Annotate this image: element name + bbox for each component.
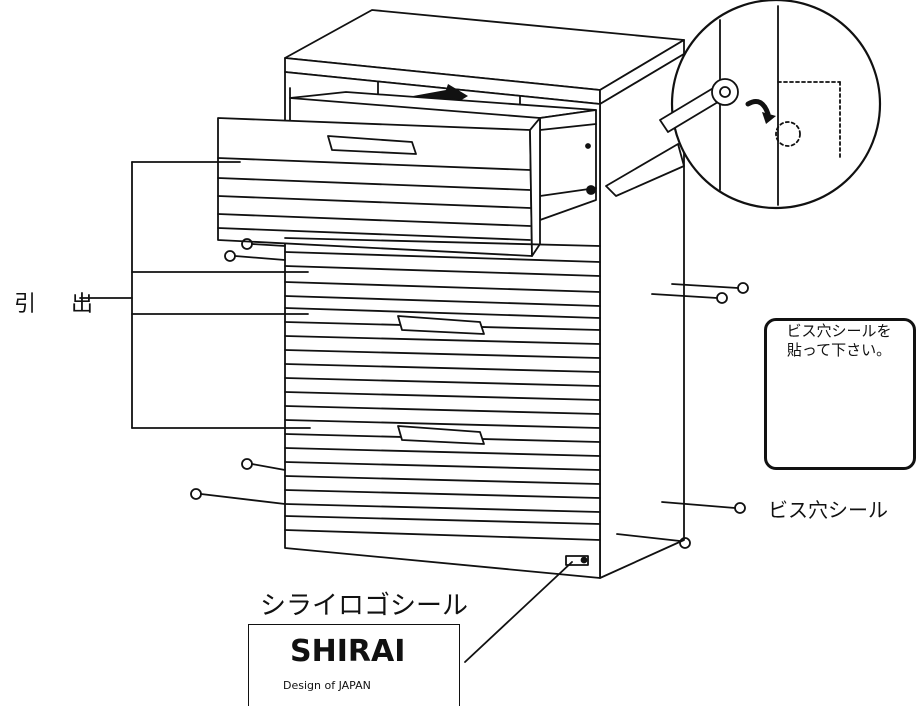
drawer-label: 引 出 [14, 292, 107, 317]
drawer-louvers [284, 237, 601, 566]
screw-hole-sticker-label: ビス穴シール [768, 498, 888, 522]
open-drawer [217, 91, 597, 257]
logo-sticker [248, 624, 460, 706]
logo-sticker-label: シライロゴシール [260, 591, 469, 621]
instruction-callout [764, 318, 916, 470]
cabinet-top [284, 9, 685, 105]
magnifier-detail [605, 0, 882, 210]
screw-cap-icons-left [190, 238, 286, 505]
drawer-leader-lines [79, 161, 311, 429]
logo-tagline: Design of JAPAN [283, 679, 371, 692]
logo-wordmark: SHIRAI [290, 634, 406, 669]
cabinet-side [599, 53, 685, 579]
instruction-callout-text: ビス穴シールを 貼って下さい。 [786, 322, 892, 359]
logo-leader-line [464, 561, 573, 663]
screw-cap-icons-right [616, 282, 749, 549]
